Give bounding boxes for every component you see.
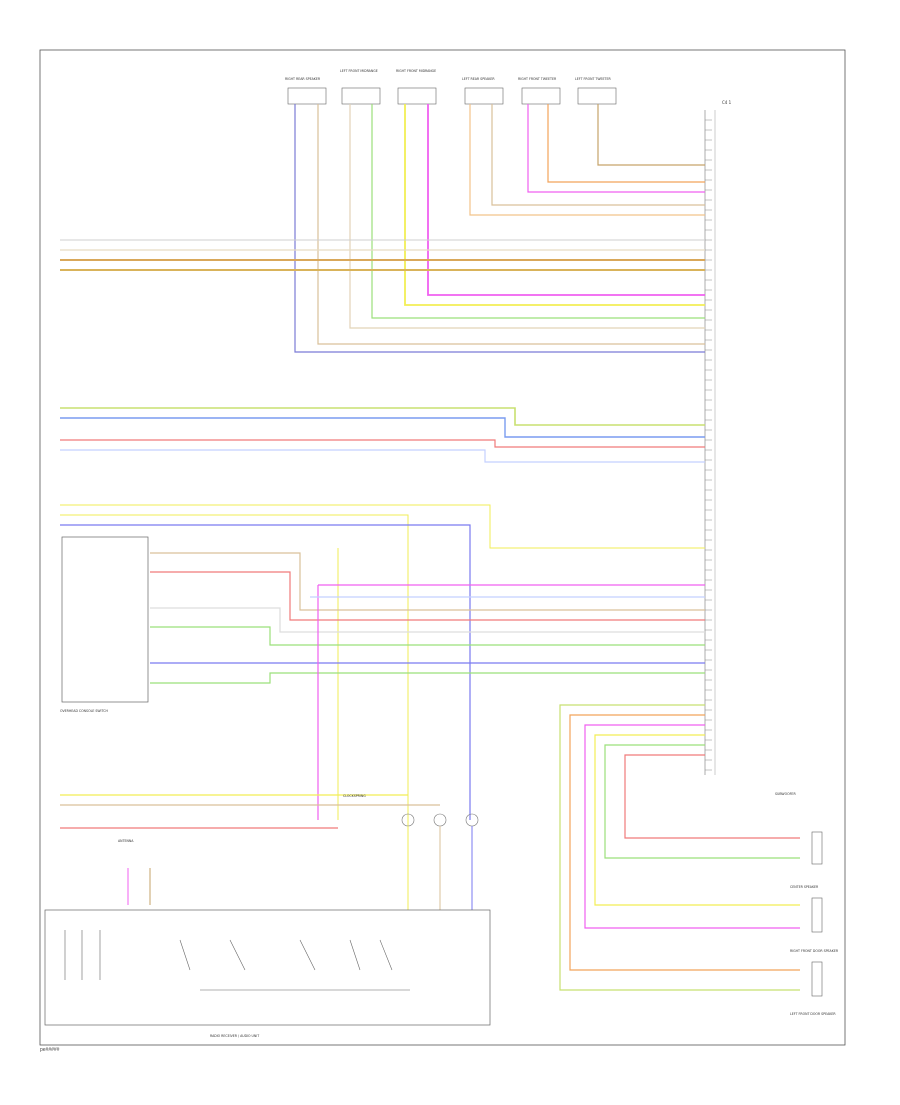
switch-arm bbox=[179, 939, 393, 971]
antenna-label: ANTENNA bbox=[118, 839, 134, 843]
wire-tan bbox=[491, 104, 705, 206]
wire-tan bbox=[317, 104, 705, 345]
speaker-label: RIGHT FRONT MIDRANGE bbox=[396, 69, 436, 73]
wire-magenta bbox=[527, 104, 705, 193]
speaker-box bbox=[811, 831, 823, 865]
wire-tan bbox=[150, 552, 705, 611]
right-speakers: SUBWOOFER CENTER SPEAKER RIGHT FRONT DOO… bbox=[775, 792, 839, 1016]
wire-orange bbox=[547, 104, 705, 183]
wire-brown bbox=[597, 104, 705, 166]
speaker-label: SUBWOOFER bbox=[775, 792, 796, 796]
speaker-label: CENTER SPEAKER bbox=[790, 885, 819, 889]
connector-pins bbox=[705, 119, 712, 771]
speaker-box bbox=[341, 87, 381, 105]
speaker-label: RIGHT REAR SPEAKER bbox=[285, 77, 321, 81]
wire-magenta bbox=[584, 724, 800, 929]
right-speaker-wires bbox=[559, 704, 800, 991]
bus-lines bbox=[60, 239, 705, 830]
wire-green bbox=[150, 626, 705, 646]
clockspring: CLOCKSPRING bbox=[343, 794, 479, 910]
wire-orange bbox=[569, 714, 800, 971]
clockspring-contact bbox=[465, 813, 479, 827]
bus-line bbox=[60, 449, 705, 463]
antenna-wires bbox=[127, 868, 151, 905]
switch-contacts bbox=[64, 930, 410, 991]
bus-line bbox=[60, 407, 705, 426]
speaker-box bbox=[811, 961, 823, 997]
speaker-wires bbox=[294, 104, 705, 353]
speaker-label: LEFT FRONT MIDRANGE bbox=[340, 69, 378, 73]
speaker-label: LEFT FRONT DOOR SPEAKER bbox=[790, 1012, 836, 1016]
wire-lime bbox=[559, 704, 800, 991]
wire-orange-light bbox=[469, 104, 705, 216]
switch-leg bbox=[64, 930, 101, 980]
speaker-label: LEFT REAR SPEAKER bbox=[462, 77, 495, 81]
bus-line bbox=[60, 514, 409, 830]
wire-violet bbox=[294, 104, 705, 353]
speaker-box bbox=[464, 87, 504, 105]
speaker-box bbox=[577, 87, 617, 105]
wire-yellow bbox=[594, 734, 800, 906]
top-speakers: RIGHT REAR SPEAKER LEFT FRONT MIDRANGE R… bbox=[285, 69, 617, 105]
connector-label: C4 1 bbox=[722, 100, 732, 105]
speaker-box bbox=[811, 897, 823, 933]
wire-white bbox=[150, 607, 705, 633]
speaker-label: RIGHT FRONT TWEETER bbox=[518, 77, 557, 81]
wire-green bbox=[604, 744, 800, 859]
wire-pink bbox=[150, 571, 705, 621]
clockspring-contact bbox=[433, 813, 447, 827]
wire-magenta bbox=[427, 104, 705, 296]
wire-yellow bbox=[404, 104, 705, 306]
speaker-label: RIGHT FRONT DOOR SPEAKER bbox=[790, 949, 839, 953]
speaker-box bbox=[397, 87, 437, 105]
bottom-box-label: RADIO RECEIVER / AUDIO UNIT bbox=[210, 1034, 259, 1038]
wire-green bbox=[371, 104, 705, 319]
bus-line bbox=[60, 439, 705, 448]
bus-line bbox=[60, 524, 471, 820]
bus-line bbox=[60, 417, 705, 438]
bus-line bbox=[60, 504, 705, 549]
wire-green bbox=[150, 672, 705, 684]
wire-pink bbox=[624, 754, 800, 839]
overhead-console-box bbox=[61, 536, 149, 703]
speaker-label: LEFT FRONT TWEETER bbox=[575, 77, 612, 81]
steering-switch-box bbox=[44, 909, 491, 1026]
diagram-border bbox=[39, 49, 846, 1046]
wire-tan-light bbox=[349, 104, 705, 329]
console-wires bbox=[150, 552, 705, 820]
speaker-box bbox=[521, 87, 561, 105]
lower-feeds bbox=[60, 794, 440, 829]
overhead-console-label: OVERHEAD CONSOLE SWITCH bbox=[60, 709, 108, 713]
footer-page-id: pe##### bbox=[40, 1047, 60, 1053]
speaker-box bbox=[287, 87, 327, 105]
clockspring-label: CLOCKSPRING bbox=[343, 794, 366, 798]
